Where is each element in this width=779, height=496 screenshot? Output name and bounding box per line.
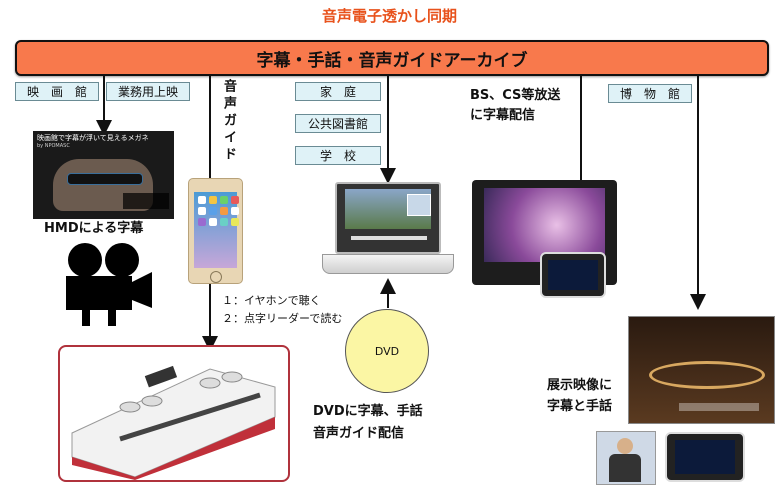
tag-school: 学 校 — [295, 146, 381, 165]
laptop-subtitle-line — [351, 236, 427, 240]
archive-label: 字幕・手話・音声ガイドアーカイブ — [256, 50, 528, 71]
dvd-caption-line-1: DVDに字幕、手話 — [313, 404, 423, 419]
film-camera-icon — [66, 243, 152, 326]
home-button-icon — [210, 271, 222, 283]
signer-body — [609, 454, 641, 482]
signer-inset — [407, 194, 431, 216]
museum-exhibit-photo — [628, 316, 775, 424]
archive-bar: 字幕・手話・音声ガイドアーカイブ — [15, 40, 769, 76]
audio-guide-text: 音声ガイド — [221, 79, 236, 164]
hmd-subtitle-block — [123, 193, 169, 209]
tv-phone-screen — [548, 260, 598, 290]
hmd-label: HMDによる字幕 — [44, 221, 144, 236]
hmd-screen-text: 映画館で字幕が浮いて見えるメガネ — [37, 134, 149, 142]
phone-screen — [194, 192, 239, 268]
tag-public-library: 公共図書館 — [295, 114, 381, 133]
tag-museum: 博 物 館 — [608, 84, 692, 103]
dvd-caption-line-2: 音声ガイド配信 — [313, 426, 405, 441]
tag-theater: 映 画 館 — [15, 82, 99, 101]
hmd-screen-sub: by NPOMASC — [37, 143, 70, 149]
exhibit-boat — [649, 361, 765, 389]
audio-note-braille: ２：点字リーダーで読む — [222, 312, 343, 325]
signer-head — [617, 438, 633, 454]
broadcast-label-line-1: BS、CS等放送 — [470, 88, 561, 103]
dvd-label: DVD — [374, 344, 400, 358]
diagram-title: 音声電子透かし同期 — [321, 7, 457, 25]
subtitle-phone-screen — [675, 440, 735, 474]
exhibit-subtitle — [679, 403, 759, 411]
audio-note-earphone: １：イヤホンで聴く — [222, 294, 321, 307]
braille-reader-icon — [71, 365, 276, 480]
braille-display-frame — [58, 345, 290, 482]
sign-language-video — [596, 431, 656, 485]
exhibit-label-line-1: 展示映像に — [547, 378, 613, 393]
smartphone — [188, 178, 243, 284]
audio-guide-label: 音声ガイド — [219, 79, 237, 170]
subtitle-phone — [665, 432, 745, 482]
laptop-screen — [335, 182, 441, 254]
tag-home: 家 庭 — [295, 82, 381, 101]
dvd-disc: DVD — [345, 309, 429, 393]
tv-phone-overlay — [540, 252, 606, 298]
tag-business-screening: 業務用上映 — [106, 82, 190, 101]
glasses-icon — [67, 173, 143, 185]
broadcast-label-line-2: に字幕配信 — [470, 108, 536, 123]
hmd-photo: 映画館で字幕が浮いて見えるメガネ by NPOMASC — [33, 131, 174, 219]
tv-screen-flower — [484, 188, 605, 262]
laptop-base — [322, 254, 454, 274]
exhibit-label-line-2: 字幕と手話 — [547, 399, 613, 414]
